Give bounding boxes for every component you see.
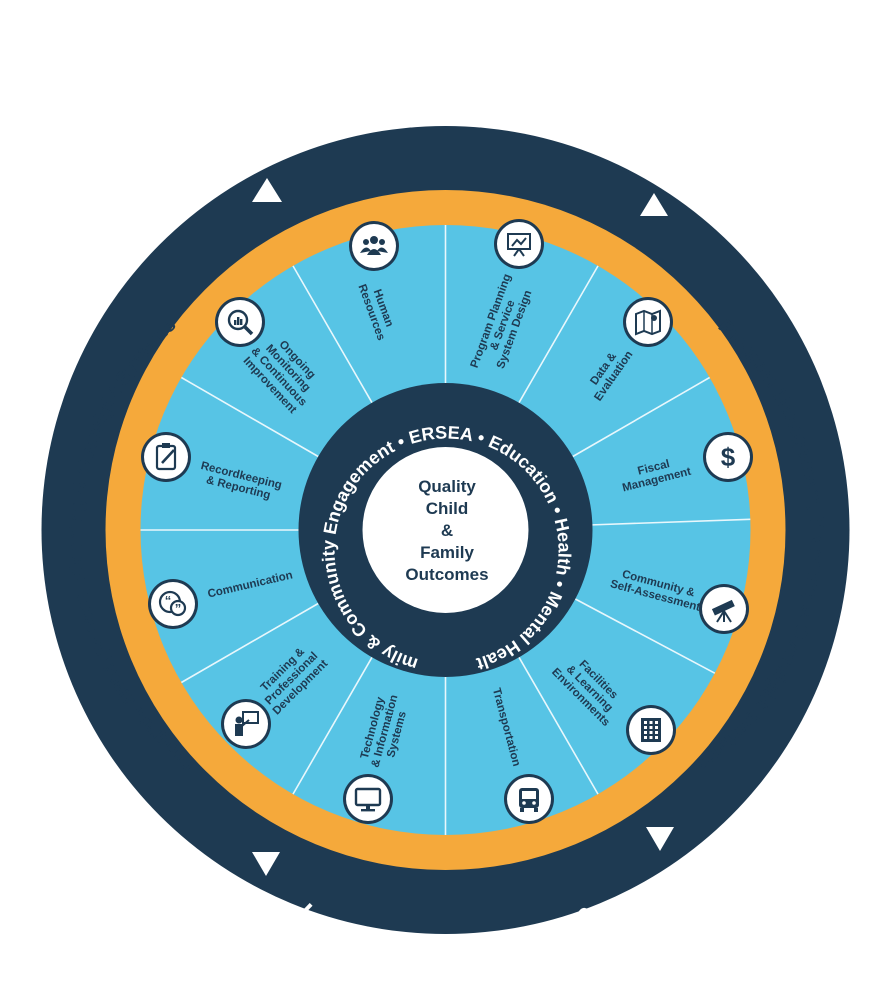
segment-divider xyxy=(518,265,599,404)
magnifier-chart-icon xyxy=(215,297,265,347)
center-line-2: Child xyxy=(426,499,469,518)
monitor-icon xyxy=(343,774,393,824)
center-circle xyxy=(362,447,529,613)
map-icon xyxy=(623,297,673,347)
svg-text:“: “ xyxy=(165,593,172,608)
teacher-icon xyxy=(221,699,271,749)
speech-bubbles-icon: ”“ xyxy=(148,579,198,629)
dollar-icon: $ xyxy=(703,432,753,482)
center-line-5: Outcomes xyxy=(405,565,488,584)
segment-divider xyxy=(592,518,751,526)
segment-dividers xyxy=(140,225,751,835)
segment-divider xyxy=(518,656,599,795)
segment-divider xyxy=(572,376,711,458)
bus-icon xyxy=(504,774,554,824)
arrow-down-right-icon xyxy=(646,827,674,851)
arrow-up-left-icon xyxy=(252,178,282,202)
segment-divider xyxy=(574,598,716,674)
svg-text:$: $ xyxy=(721,442,736,472)
arrow-up-right-icon xyxy=(640,193,668,216)
arrow-down-left-icon xyxy=(252,852,280,876)
segment-divider xyxy=(292,265,373,404)
segment-divider xyxy=(180,602,319,684)
center-line-1: Quality xyxy=(418,477,476,496)
svg-text:”: ” xyxy=(175,601,182,616)
segment-divider xyxy=(292,656,373,795)
center-line-4: Family xyxy=(420,543,474,562)
building-icon xyxy=(626,705,676,755)
people-icon xyxy=(349,221,399,271)
segment-icons: $ ”“ xyxy=(141,219,753,824)
telescope-icon xyxy=(699,584,749,634)
segment-divider xyxy=(180,376,319,458)
center-line-3: & xyxy=(441,521,453,540)
center-outcomes-text: Quality Child & Family Outcomes xyxy=(405,477,488,584)
presentation-chart-icon xyxy=(494,219,544,269)
clipboard-icon xyxy=(141,432,191,482)
